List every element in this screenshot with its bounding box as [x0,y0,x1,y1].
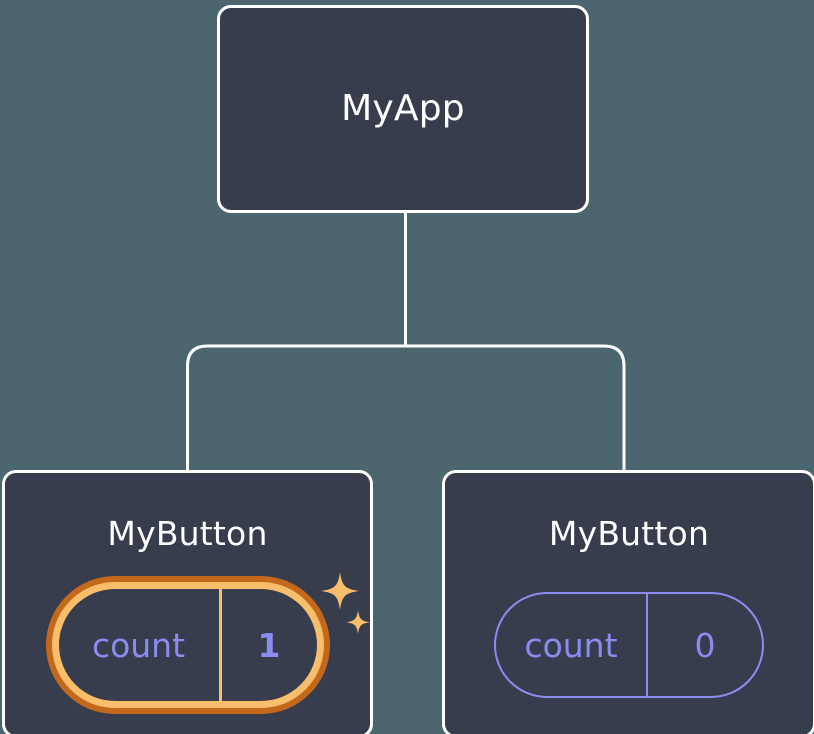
state-pill-highlighted[interactable]: count 1 [45,576,330,714]
node-myapp[interactable]: MyApp [217,5,589,213]
node-title: MyApp [341,88,465,129]
state-value-cell: 1 [222,589,317,701]
state-value-label: 0 [694,625,716,665]
state-divider [646,594,648,696]
state-divider [218,589,222,701]
state-key-cell: count [496,594,646,696]
state-pill-wrapper: count 1 [45,572,370,714]
state-value-cell: 0 [648,594,762,696]
sparkle-small-icon [345,610,370,634]
node-mybutton-right[interactable]: MyButton count 0 [442,470,814,734]
state-pill-plain[interactable]: count 0 [494,592,764,698]
state-key-label: count [524,625,618,665]
state-pill-inner-ring: count 1 [51,582,324,708]
node-title: MyButton [107,514,268,553]
state-value-label: 1 [257,625,281,665]
sparkle-large-icon [320,572,359,610]
state-pill-core: count 1 [58,589,317,701]
connector-branch-bar [186,344,626,470]
node-title: MyButton [548,514,710,553]
state-key-cell: count [59,589,219,701]
state-key-label: count [91,625,186,665]
node-mybutton-left[interactable]: MyButton count 1 [2,470,373,734]
